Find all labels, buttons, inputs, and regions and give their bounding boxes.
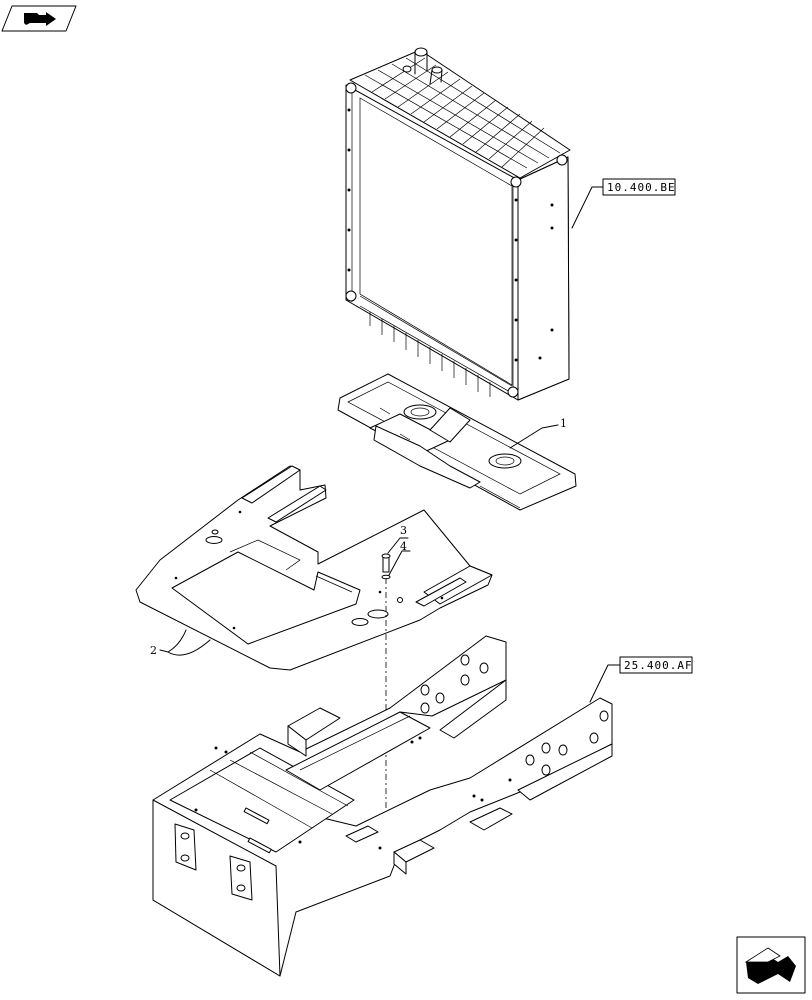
floor-plate — [135, 465, 493, 671]
callout-2-leader — [159, 629, 211, 656]
chassis-frame — [152, 635, 613, 977]
svg-text:25.400.AF: 25.400.AF — [624, 659, 693, 672]
radiator-support-bracket — [337, 373, 577, 511]
chassis-leader-line — [589, 664, 621, 703]
callout-3[interactable]: 3 — [400, 524, 407, 537]
callout-3-leader — [387, 537, 409, 554]
callout-1-leader — [509, 424, 559, 449]
svg-text:10.400.BE: 10.400.BE — [607, 181, 676, 194]
callout-1[interactable]: 1 — [560, 417, 567, 430]
callout-4[interactable]: 4 — [400, 540, 407, 553]
callout-4-leader — [388, 550, 411, 576]
book-arrow-icon[interactable] — [1, 5, 77, 32]
chassis-reference-label[interactable]: 25.400.AF — [619, 656, 693, 674]
next-page-arrow-icon[interactable] — [736, 936, 806, 994]
radiator-leader-line — [571, 186, 604, 229]
radiator-reference-label[interactable]: 10.400.BE — [602, 178, 676, 196]
radiator-assembly — [345, 47, 571, 401]
bolt-and-washer — [381, 553, 391, 580]
callout-2[interactable]: 2 — [150, 644, 157, 657]
